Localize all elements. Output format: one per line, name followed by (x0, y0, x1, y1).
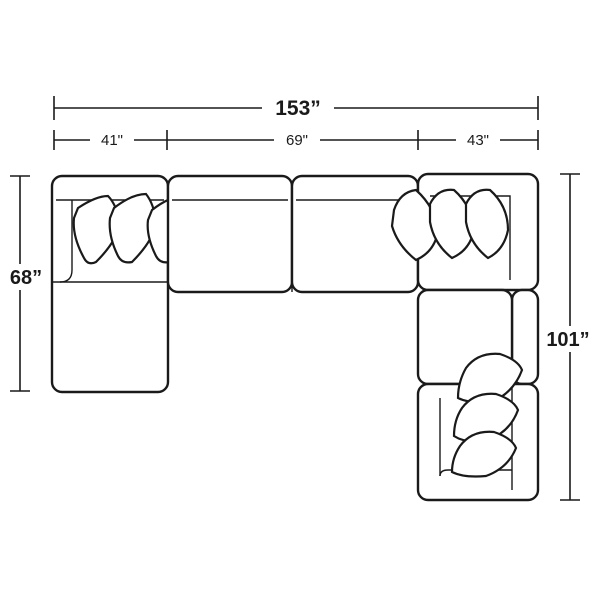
section-widths-dimension: 41" 69" 43" (53, 130, 539, 150)
left-section-label-bg (90, 130, 134, 150)
left-depth-label-bg (2, 264, 50, 290)
right-depth-label: 101” (546, 329, 589, 351)
pillow-icon (464, 188, 510, 260)
overall-width-label: 153” (275, 97, 321, 120)
pillow-icon (108, 192, 158, 264)
pillow-icon (456, 352, 524, 404)
right-depth-dimension: 101” (538, 173, 600, 501)
middle-section-label-bg (274, 130, 320, 150)
overall-width-label-bg (262, 94, 334, 120)
middle-section (166, 174, 420, 294)
right-section-label-bg (456, 130, 500, 150)
left-section-label: 41" (101, 132, 123, 149)
overall-width-dimension: 153” (53, 94, 539, 120)
corner-pillows (390, 188, 510, 262)
right-depth-label-bg (538, 326, 600, 352)
pillow-icon (72, 194, 122, 265)
middle-seat-left (166, 174, 294, 294)
pillow-icon (450, 430, 518, 478)
left-depth-dimension: 68” (2, 175, 50, 392)
left-depth-label: 68” (10, 267, 42, 289)
pillow-icon (452, 392, 520, 443)
right-chaise-pillows (450, 352, 524, 478)
middle-section-label: 69" (286, 132, 308, 149)
right-section-label: 43" (467, 132, 489, 149)
